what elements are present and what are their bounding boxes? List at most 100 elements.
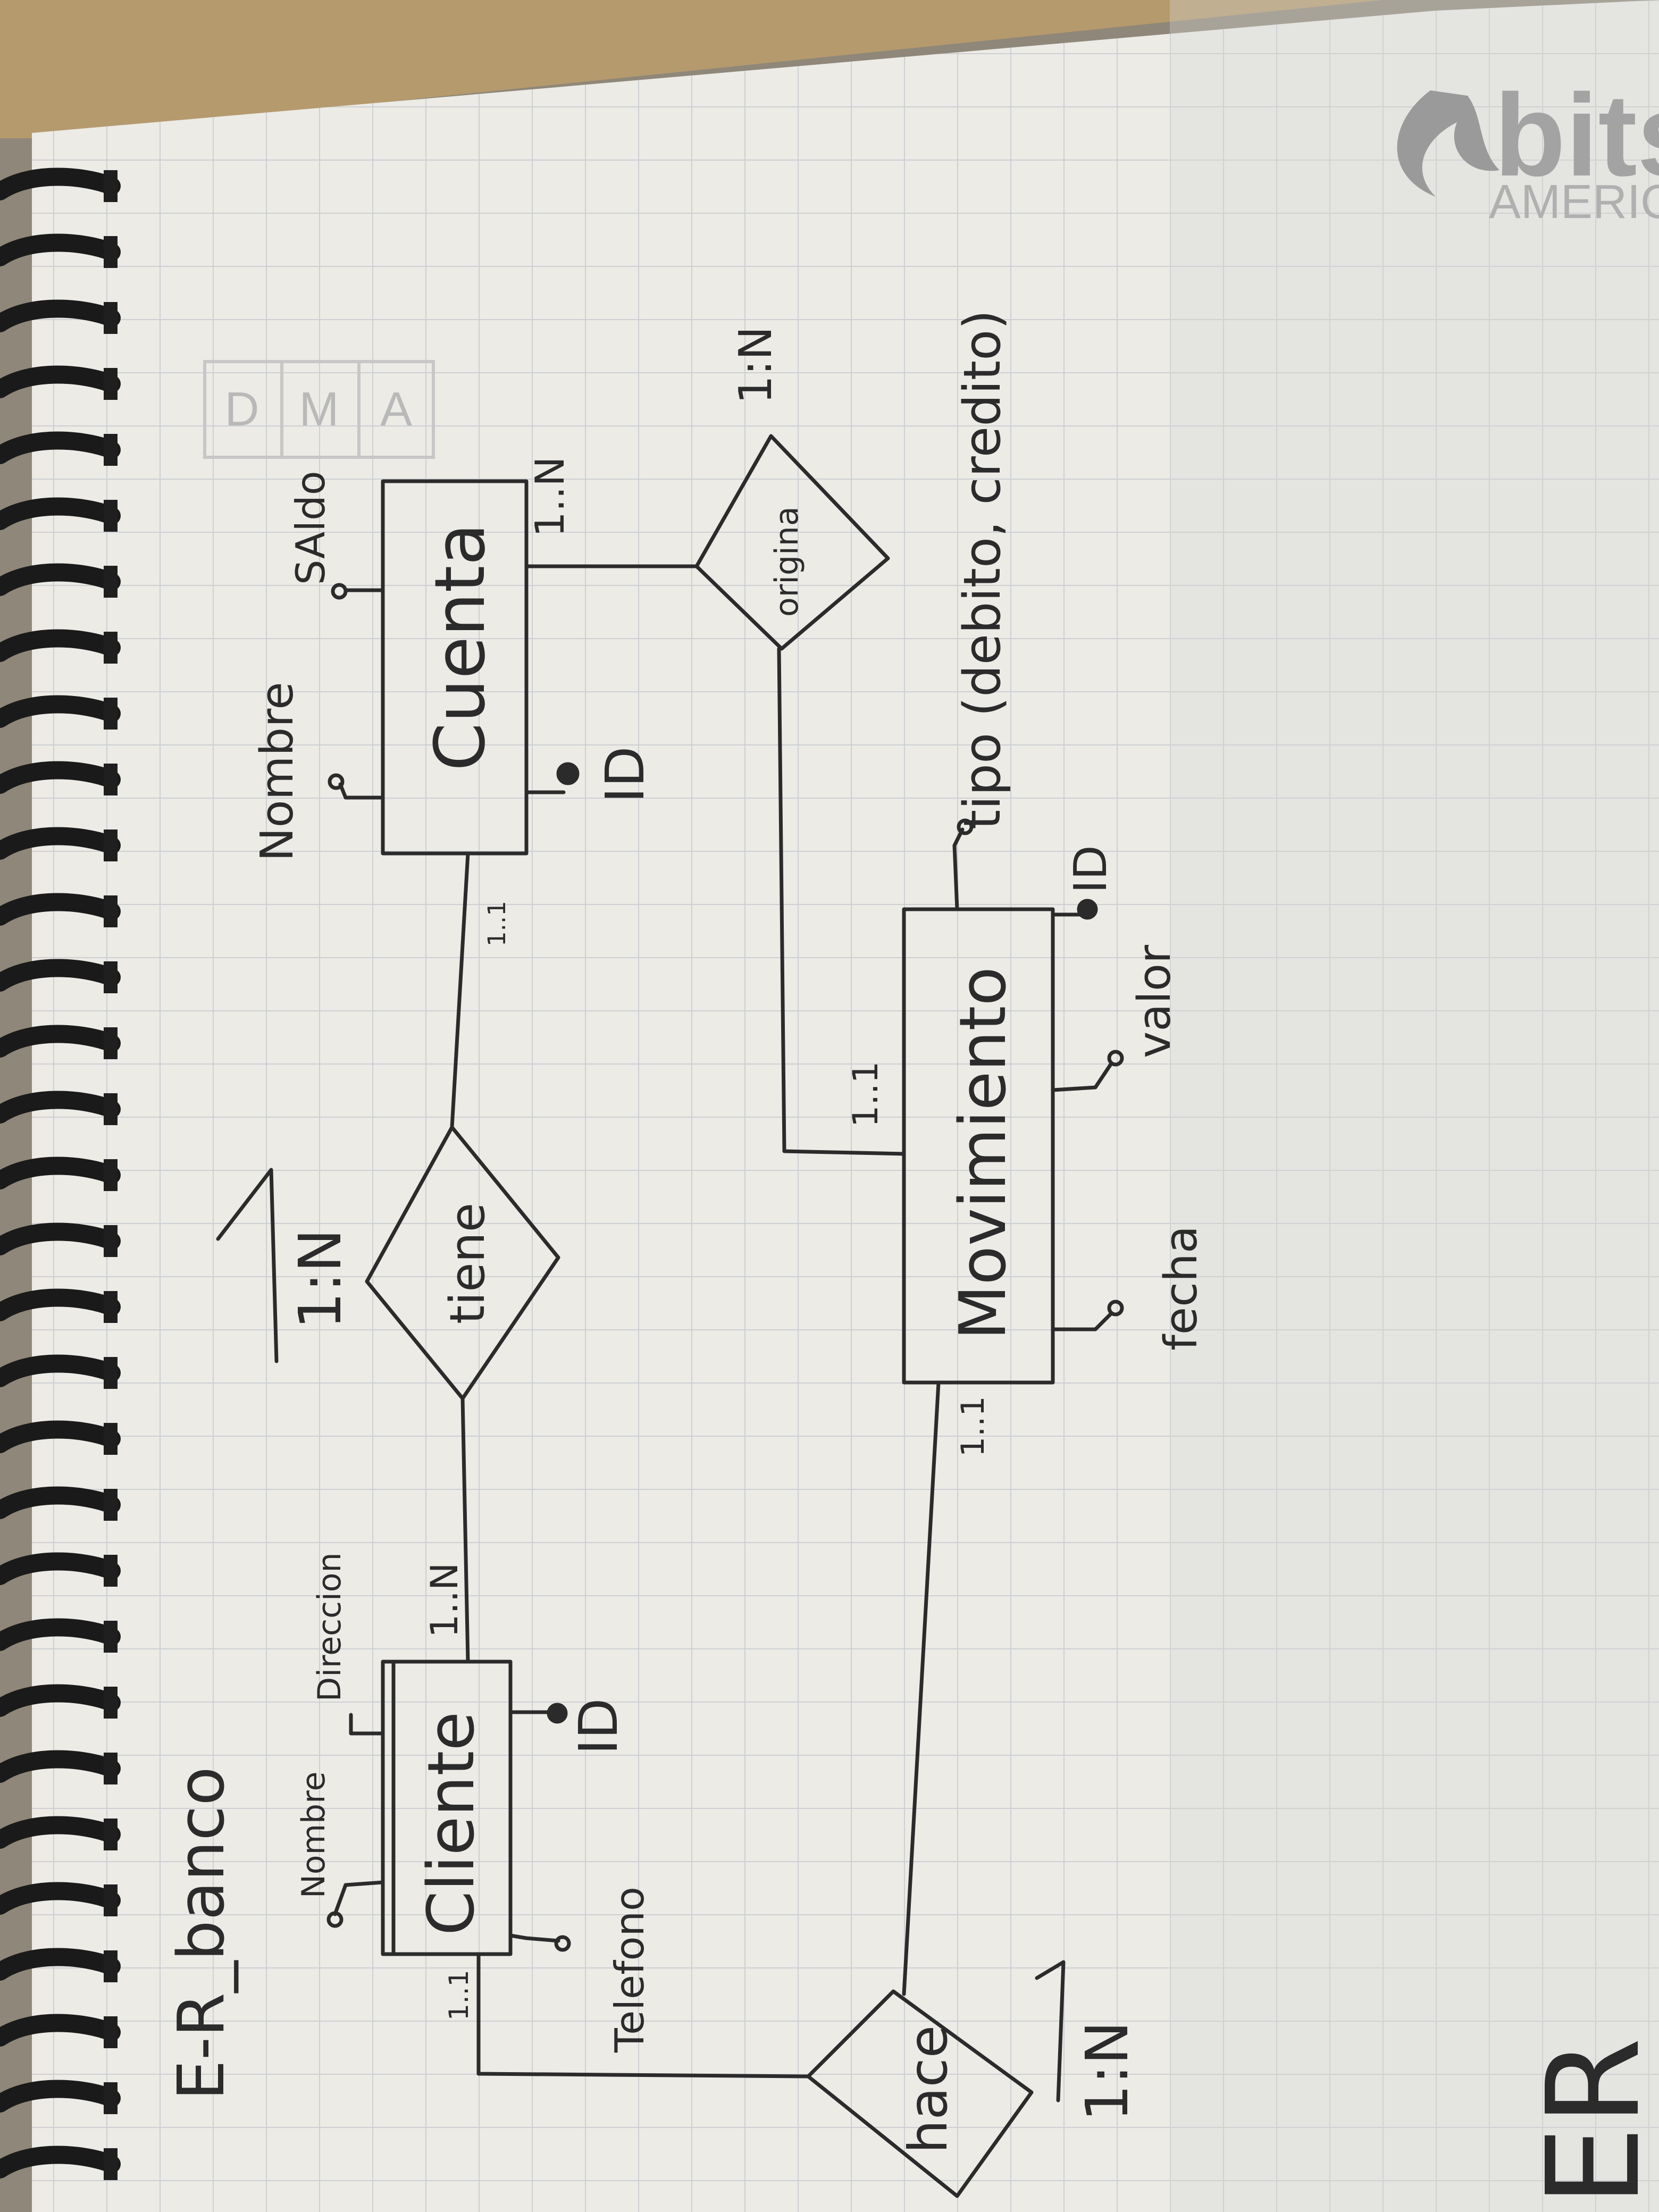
- spiral-hole: [104, 1159, 118, 1191]
- spiral-hole: [104, 170, 118, 202]
- spiral-ring: [0, 1091, 121, 1124]
- spiral-hole: [104, 895, 118, 927]
- rel-hace: [806, 1989, 1034, 2198]
- spiral-ring: [0, 1222, 121, 1255]
- attr-cliente-nombre: Nombre: [295, 1772, 332, 1898]
- attr-cuenta-id: ID: [594, 747, 656, 803]
- entity-cliente: [381, 1660, 513, 1956]
- attr-cuenta-saldo: SAldo: [287, 471, 334, 585]
- spiral-hole: [104, 302, 118, 334]
- spiral-ring: [0, 761, 121, 794]
- spiral-hole: [104, 566, 118, 598]
- spiral-ring: [0, 1025, 121, 1058]
- spiral-ring: [0, 1618, 121, 1651]
- spiral-hole: [104, 1819, 118, 1850]
- margin-letters: ER: [1519, 2038, 1659, 2207]
- card-cliente-tiene: 1..N: [423, 1563, 466, 1638]
- line-cliente-tiene: [460, 1396, 470, 1664]
- attr-mov-valor: valor: [1128, 945, 1181, 1058]
- dma-d: D: [225, 383, 259, 436]
- spiral-ring: [0, 365, 121, 398]
- rel-label-tiene: tiene: [440, 1203, 496, 1324]
- spiral-ring: [0, 629, 121, 662]
- spiral-hole: [104, 1950, 118, 1982]
- line-origina-movimiento: [777, 647, 906, 1156]
- rel-label-hace: hace: [897, 2025, 959, 2154]
- entity-movimiento: [902, 907, 1055, 1385]
- spiral-ring: [0, 1948, 121, 1981]
- card-origina-ratio: 1:N: [730, 326, 782, 404]
- spiral-hole: [104, 368, 118, 400]
- spiral-hole: [104, 1753, 118, 1784]
- spiral-ring: [0, 1420, 121, 1453]
- spiral-hole: [104, 1027, 118, 1059]
- attr-mov-tipo: tipo (debito, credito): [953, 310, 1012, 830]
- entity-label-movimiento: Movimiento: [946, 967, 1020, 1340]
- spiral-ring: [0, 2146, 121, 2179]
- dma-a: A: [380, 383, 412, 436]
- spiral-ring: [0, 431, 121, 464]
- spiral-hole: [104, 1291, 118, 1323]
- brand-name: bits: [1494, 70, 1659, 200]
- spiral-ring: [0, 1486, 121, 1519]
- notebook-page: [32, 0, 1659, 2212]
- attr-cliente-telefono: Telefono: [606, 1887, 653, 2053]
- spiral-hole: [104, 1555, 118, 1587]
- attr-cliente-id: ID: [567, 1698, 630, 1755]
- spiral-hole: [104, 2082, 118, 2114]
- card-movimiento-origina: 1..1: [846, 1061, 886, 1127]
- spiral-hole: [104, 632, 118, 664]
- spiral-hole: [104, 1884, 118, 1916]
- card-tiene-ratio: 1:N: [286, 1229, 354, 1329]
- spiral-ring: [0, 827, 121, 860]
- spiral-ring: [0, 959, 121, 992]
- rel-label-origina: origina: [768, 506, 806, 617]
- er-diagram: [216, 434, 1124, 2198]
- spiral-hole: [104, 961, 118, 993]
- spiral-ring: [0, 1882, 121, 1915]
- line-tiene-cuenta: [450, 851, 470, 1129]
- attr-cliente-direccion: Direccion: [311, 1552, 348, 1702]
- attr-mov-fecha: fecha: [1155, 1226, 1208, 1351]
- entity-cuenta: [381, 479, 529, 856]
- spiral-hole: [104, 1423, 118, 1455]
- spiral-hole: [104, 764, 118, 795]
- brand-sub: AMERICA: [1489, 175, 1659, 229]
- entity-label-cliente: Cliente: [415, 1712, 489, 1936]
- flame-icon: [1397, 90, 1499, 197]
- card-hace-ratio: 1:N: [1073, 2021, 1141, 2122]
- spiral-ring: [0, 1552, 121, 1585]
- card-cuenta-tiene: 1..1: [483, 901, 511, 946]
- spiral-hole: [104, 830, 118, 861]
- spiral-hole: [104, 1621, 118, 1653]
- spiral-ring: [0, 1750, 121, 1783]
- dma-box: D M A: [203, 360, 435, 459]
- line-hace-movimiento: [902, 1380, 941, 1996]
- spiral-hole: [104, 1093, 118, 1125]
- rel-origina: [694, 434, 890, 651]
- spiral-hole: [104, 434, 118, 466]
- spiral-hole: [104, 1357, 118, 1389]
- spiral-ring: [0, 497, 121, 530]
- spiral-hole: [104, 1687, 118, 1719]
- spiral-ring: [0, 695, 121, 728]
- attr-mov-id: ID: [1065, 845, 1117, 893]
- spiral-hole: [104, 1489, 118, 1521]
- table-wood-corner: [0, 0, 1382, 138]
- spiral-ring: [0, 233, 121, 266]
- spiral-hole: [104, 236, 118, 268]
- spiral-hole: [104, 2016, 118, 2048]
- brand-logo: bits AMERICA: [1397, 70, 1659, 229]
- spiral-binding: [0, 167, 121, 2180]
- spiral-ring: [0, 1816, 121, 1849]
- card-cuenta-origina: 1..N: [526, 456, 573, 537]
- spiral-hole: [104, 500, 118, 532]
- spiral-ring: [0, 1288, 121, 1321]
- card-cliente-hace: 1..1: [443, 1970, 474, 2021]
- spiral-hole: [104, 2148, 118, 2180]
- diagram-title: E-R_banco: [165, 1766, 239, 2100]
- line-cliente-hace: [476, 1952, 810, 2079]
- spiral-ring: [0, 2014, 121, 2047]
- spiral-ring: [0, 1157, 121, 1189]
